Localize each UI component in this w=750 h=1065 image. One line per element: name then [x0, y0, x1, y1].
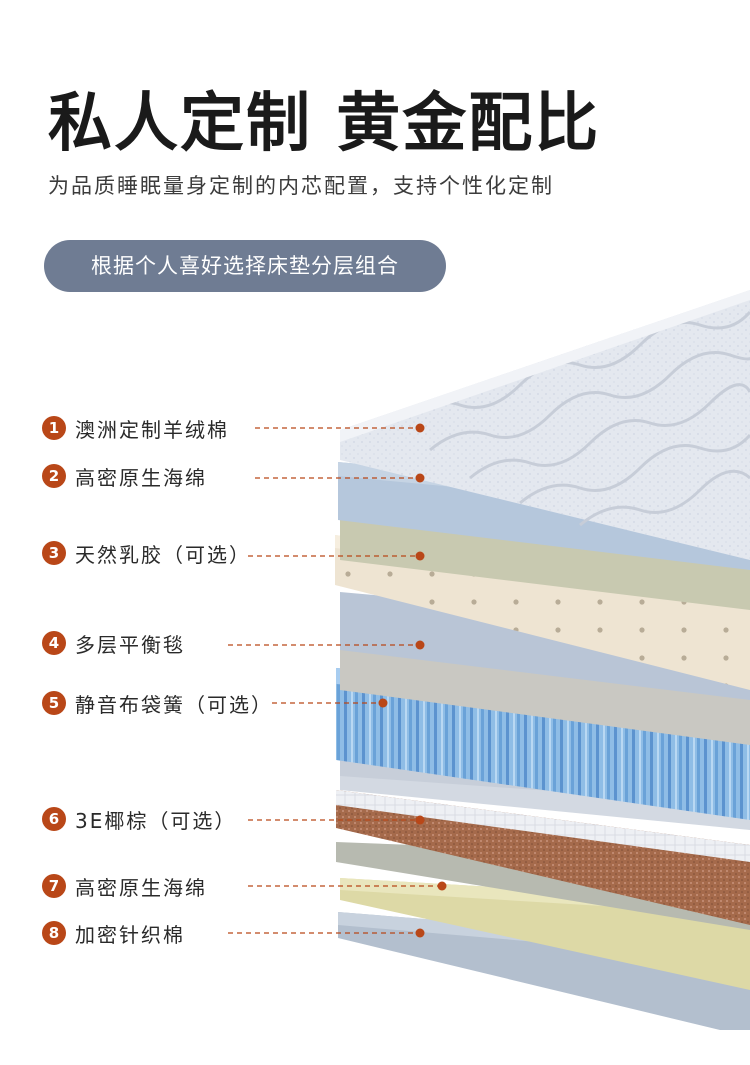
layer-number-badge: 7 — [42, 874, 66, 898]
page-title: 私人定制 黄金配比 — [48, 87, 601, 161]
page-subtitle: 为品质睡眠量身定制的内芯配置，支持个性化定制 — [48, 174, 554, 198]
layer-name: 澳洲定制羊绒棉 — [75, 417, 229, 442]
layer-label-3: 3 天然乳胶（可选） — [42, 538, 251, 568]
layer-name: 高密原生海绵 — [75, 875, 207, 900]
layer-label-8: 8 加密针织棉 — [42, 918, 185, 948]
leader-dot-1 — [415, 423, 425, 433]
layer-label-5: 5 静音布袋簧（可选） — [42, 688, 273, 718]
layer-name: 高密原生海绵 — [75, 465, 207, 490]
layer-label-6: 6 3E椰棕（可选） — [42, 804, 236, 834]
layer-number-badge: 8 — [42, 921, 66, 945]
layer-label-2: 2 高密原生海绵 — [42, 461, 207, 491]
layer-number-badge: 4 — [42, 631, 66, 655]
layer-name: 加密针织棉 — [75, 922, 185, 947]
layer-number-badge: 5 — [42, 691, 66, 715]
layer-label-1: 1 澳洲定制羊绒棉 — [42, 413, 229, 443]
leader-dot-4 — [415, 640, 425, 650]
leader-dot-7 — [437, 881, 447, 891]
layer-number-badge: 3 — [42, 541, 66, 565]
layer-2-foam — [338, 462, 750, 570]
leader-dot-3 — [415, 551, 425, 561]
layer-name: 3E椰棕（可选） — [75, 808, 237, 833]
leader-dot-8 — [415, 928, 425, 938]
layer-number-badge: 1 — [42, 416, 66, 440]
layer-6-coconut-coir — [336, 790, 750, 925]
leader-dot-5 — [378, 698, 388, 708]
layer-combination-banner: 根据个人喜好选择床垫分层组合 — [44, 240, 446, 292]
layer-name: 多层平衡毯 — [75, 632, 185, 657]
layer-label-7: 7 高密原生海绵 — [42, 871, 207, 901]
layer-number-badge: 2 — [42, 464, 66, 488]
layer-name: 天然乳胶（可选） — [75, 542, 251, 567]
leader-dot-6 — [415, 815, 425, 825]
layer-number-badge: 6 — [42, 807, 66, 831]
layer-name: 静音布袋簧（可选） — [75, 692, 273, 717]
layer-label-4: 4 多层平衡毯 — [42, 628, 185, 658]
leader-dot-2 — [415, 473, 425, 483]
